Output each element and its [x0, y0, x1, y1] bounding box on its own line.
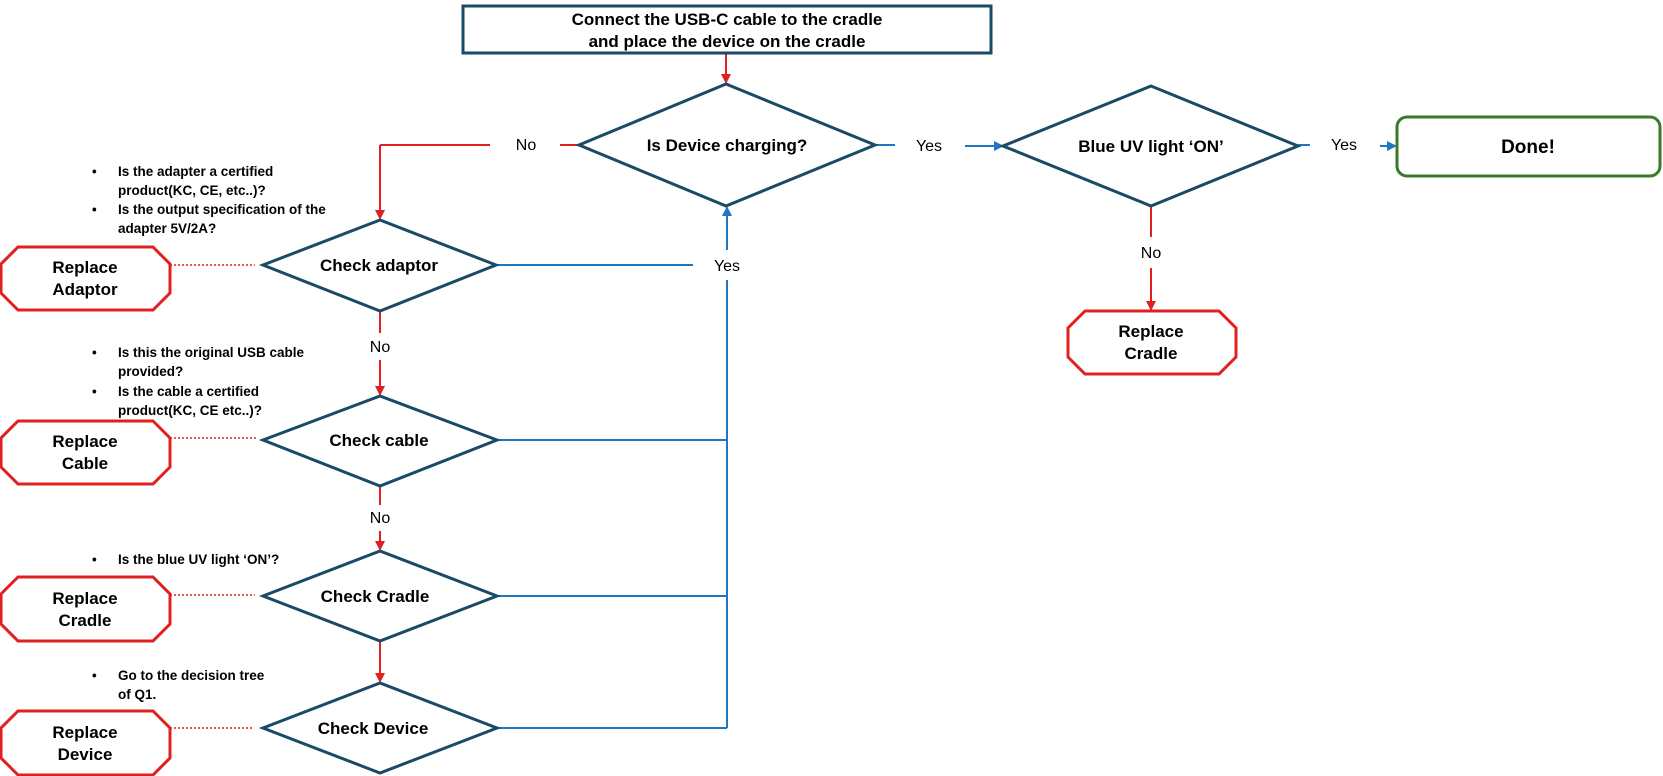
decision-check-cradle: Check Cradle: [258, 549, 502, 643]
replace-adaptor-node: Replace Adaptor: [0, 245, 172, 312]
note-adaptor-1-line2: product(KC, CE, etc..)?: [118, 183, 266, 198]
start-box-line1: Connect the USB-C cable to the cradle: [572, 10, 883, 29]
bullet: •: [92, 164, 97, 179]
replace-cradle-line2: Cradle: [59, 611, 112, 630]
replace-adaptor-line1: Replace: [52, 258, 117, 277]
check-cable-label: Check cable: [329, 431, 428, 450]
note-device-1-line1: Go to the decision tree: [118, 668, 265, 683]
replace-uv-cradle-line2: Cradle: [1125, 344, 1178, 363]
check-adaptor-label: Check adaptor: [320, 256, 438, 275]
replace-device-line1: Replace: [52, 723, 117, 742]
replace-cradle-node: Replace Cradle: [0, 575, 172, 643]
replace-cable-line2: Cable: [62, 454, 108, 473]
bullet: •: [92, 552, 97, 567]
decision-charging: Is Device charging?: [575, 82, 879, 208]
replace-adaptor-line2: Adaptor: [52, 280, 118, 299]
start-box: Connect the USB-C cable to the cradle an…: [461, 4, 993, 55]
notes-cradle: • Is the blue UV light ‘ON’?: [92, 552, 279, 567]
label-checks-yes: Yes: [714, 258, 740, 275]
decision-check-adaptor: Check adaptor: [258, 218, 501, 313]
check-device-label: Check Device: [318, 719, 429, 738]
notes-cable: • Is this the original USB cable provide…: [92, 345, 305, 418]
note-cable-1-line2: provided?: [118, 364, 183, 379]
decision-blue-uv-label: Blue UV light ‘ON’: [1078, 137, 1223, 156]
note-device-1-line2: of Q1.: [118, 687, 156, 702]
label-uv-no: No: [1141, 245, 1162, 262]
bullet: •: [92, 345, 97, 360]
label-adaptor-no: No: [370, 339, 391, 356]
done-node: Done!: [1395, 115, 1662, 178]
replace-uv-cradle-line1: Replace: [1118, 322, 1183, 341]
note-cable-2-line1: Is the cable a certified: [118, 384, 259, 399]
replace-cradle-line1: Replace: [52, 589, 117, 608]
decision-check-cable: Check cable: [258, 394, 502, 488]
replace-cable-node: Replace Cable: [0, 419, 172, 486]
bullet: •: [92, 668, 97, 683]
decision-charging-label: Is Device charging?: [647, 136, 808, 155]
replace-uv-cradle-node: Replace Cradle: [1066, 309, 1238, 376]
note-cable-2-line2: product(KC, CE etc..)?: [118, 403, 262, 418]
replace-device-line2: Device: [58, 745, 113, 764]
note-adaptor-2-line1: Is the output specification of the: [118, 202, 326, 217]
check-cradle-label: Check Cradle: [321, 587, 430, 606]
bullet: •: [92, 202, 97, 217]
note-cable-1-line1: Is this the original USB cable: [118, 345, 305, 360]
note-adaptor-2-line2: adapter 5V/2A?: [118, 221, 216, 236]
notes-adaptor: • Is the adapter a certified product(KC,…: [92, 164, 326, 236]
note-adaptor-1-line1: Is the adapter a certified: [118, 164, 273, 179]
bullet: •: [92, 384, 97, 399]
notes-device: • Go to the decision tree of Q1.: [92, 668, 265, 702]
label-charging-yes: Yes: [916, 138, 942, 155]
decision-blue-uv: Blue UV light ‘ON’: [999, 84, 1302, 208]
replace-device-node: Replace Device: [0, 709, 172, 776]
note-cradle-1-line1: Is the blue UV light ‘ON’?: [118, 552, 279, 567]
replace-cable-line1: Replace: [52, 432, 117, 451]
label-cable-no: No: [370, 510, 391, 527]
label-charging-no: No: [516, 137, 537, 154]
start-box-line2: and place the device on the cradle: [589, 32, 866, 51]
decision-check-device: Check Device: [258, 681, 502, 775]
label-uv-yes: Yes: [1331, 137, 1357, 154]
done-label: Done!: [1501, 137, 1555, 158]
